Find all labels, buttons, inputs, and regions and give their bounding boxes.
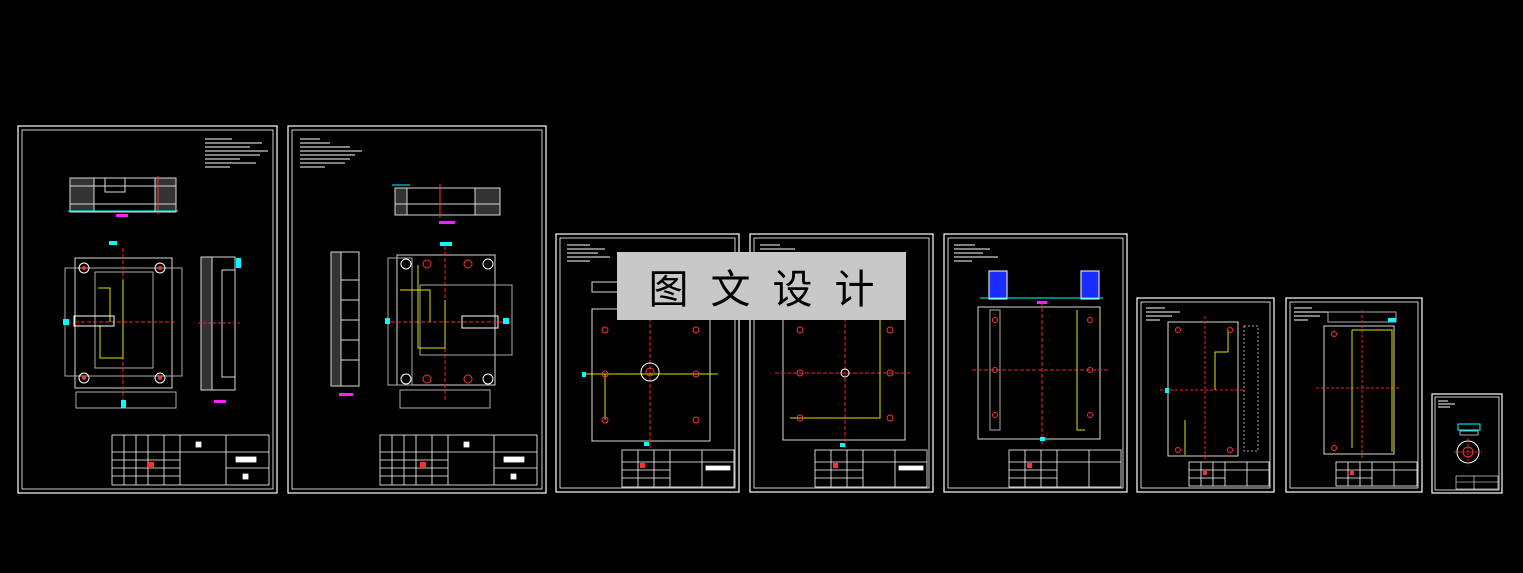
tech-notes — [954, 244, 998, 262]
section-view-left — [330, 251, 360, 396]
plate-view — [972, 302, 1108, 445]
title-block — [1188, 461, 1270, 487]
plan-view — [63, 241, 183, 409]
title-block — [1008, 449, 1122, 488]
title-block — [1455, 475, 1499, 490]
title-block — [379, 434, 538, 486]
sheet-7[interactable] — [1285, 297, 1423, 493]
tech-notes — [300, 138, 362, 168]
side-view — [198, 256, 241, 403]
section-view-top — [68, 176, 178, 217]
title-block — [621, 449, 735, 488]
watermark-text: 图文设计 — [648, 267, 897, 313]
section-view-top — [392, 184, 501, 224]
plate-view — [1160, 316, 1259, 460]
plan-view — [385, 242, 513, 409]
watermark-banner: 图文设计 — [617, 252, 906, 320]
plate-view — [1316, 310, 1400, 460]
sheet-6[interactable] — [1136, 297, 1275, 493]
section-views — [980, 270, 1103, 304]
sheet-4[interactable] — [749, 233, 934, 493]
title-block — [1335, 461, 1418, 487]
sheet-2[interactable] — [287, 125, 547, 494]
round-part-view — [1454, 423, 1482, 466]
tech-notes — [205, 138, 268, 168]
tech-notes — [1438, 400, 1455, 408]
sheet-1[interactable] — [17, 125, 278, 494]
sheet-5[interactable] — [943, 233, 1128, 493]
title-block — [111, 434, 270, 486]
tech-notes — [567, 244, 610, 262]
sheet-3[interactable] — [555, 233, 740, 493]
title-block — [814, 449, 928, 488]
tech-notes — [1294, 307, 1328, 321]
sheet-8[interactable] — [1431, 393, 1503, 494]
tech-notes — [1146, 307, 1180, 321]
